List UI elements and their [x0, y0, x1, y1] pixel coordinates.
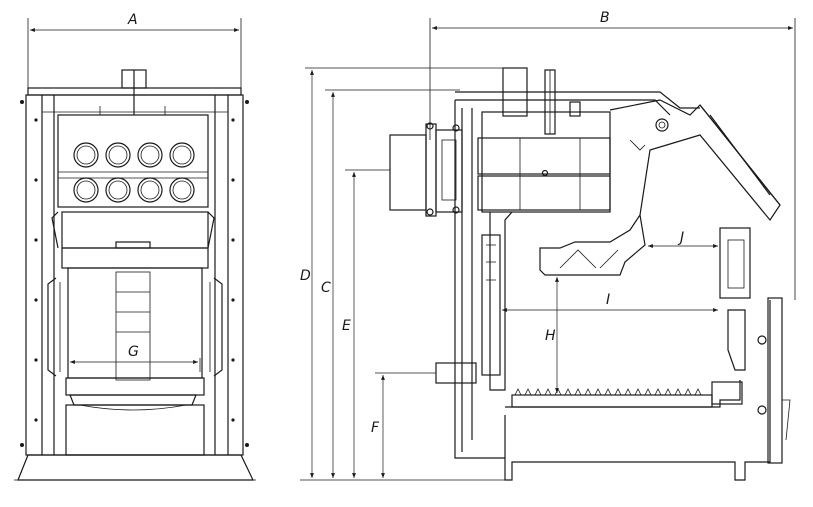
- side-hopper: [609, 99, 781, 222]
- dimension-label-h: H: [545, 328, 556, 344]
- front-door-frame: [115, 271, 151, 381]
- side-water-jacket: [481, 111, 611, 213]
- dimension-label-b: B: [600, 10, 610, 26]
- front-upper-chamber: [61, 211, 209, 249]
- dimension-label-c: C: [321, 280, 331, 296]
- side-front-panel: [767, 297, 783, 464]
- side-grate: [511, 394, 713, 408]
- front-flue-tubes: [73, 142, 195, 203]
- front-lower-chamber: [67, 267, 203, 379]
- side-lower-door: [727, 309, 746, 371]
- side-upper-door: [719, 227, 751, 299]
- dimension-label-j: J: [677, 230, 684, 246]
- front-bolts: [20, 100, 249, 447]
- side-air-channel: [539, 213, 646, 276]
- dimension-label-e: E: [342, 318, 351, 334]
- front-view: A: [14, 12, 256, 481]
- side-grate-teeth: [514, 388, 702, 396]
- dimension-label-i: I: [606, 292, 610, 308]
- side-return-pipe: [435, 362, 477, 384]
- dimension-label-g: G: [128, 344, 139, 360]
- dimension-label-a: A: [127, 12, 138, 28]
- front-ash-pan: [69, 394, 197, 406]
- front-base-plate: [17, 454, 254, 481]
- front-heat-exchanger: [57, 114, 209, 208]
- dimension-label-d: D: [300, 268, 311, 284]
- side-left-baffle: [481, 234, 501, 376]
- side-flue-outlet: [389, 134, 427, 211]
- dimension-label-f: F: [371, 420, 380, 436]
- side-section-view: B D C E F: [300, 10, 796, 481]
